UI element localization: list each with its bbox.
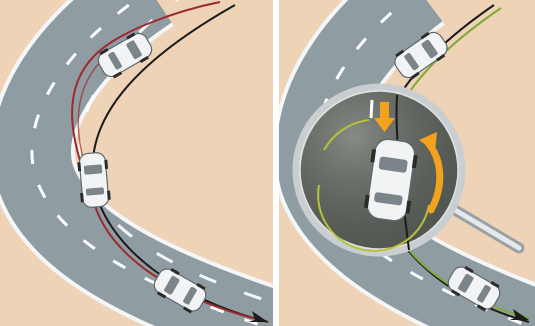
panel-left (0, 0, 273, 326)
panel-left-illustration (0, 0, 273, 326)
car-icon (77, 152, 112, 208)
lens-lane-dash (371, 100, 372, 118)
panel-right-illustration (279, 0, 535, 326)
panel-right (279, 0, 535, 326)
